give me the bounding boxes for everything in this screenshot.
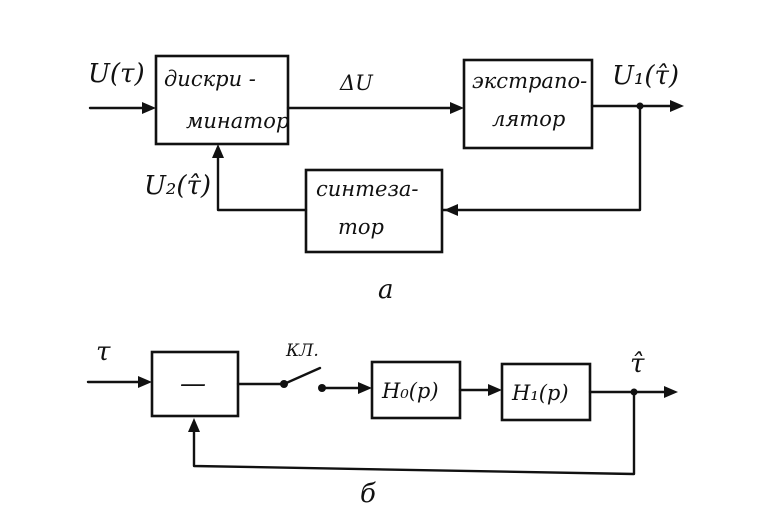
h0-label: H₀(p) [381, 379, 439, 403]
input-arrow-b [138, 376, 152, 388]
discriminator-block [154, 54, 290, 146]
feedback-line-b [192, 390, 636, 476]
arrow-to-h1 [488, 384, 502, 396]
feedback-arrow-b [188, 418, 200, 432]
comparator-sign: — [180, 369, 206, 399]
input-label-a: U(τ) [88, 59, 145, 89]
output-label-b: τ̂ [630, 349, 645, 379]
error-arrow [450, 102, 464, 114]
input-arrow-a [142, 102, 156, 114]
caption-a: а [378, 275, 394, 305]
h1-block [500, 362, 592, 422]
error-label: ΔU [339, 71, 374, 95]
output-arrow-a [670, 100, 684, 112]
output-arrow-b [664, 386, 678, 398]
h1-label: H₁(p) [511, 381, 569, 405]
extrapolator-label-line2: лятор [492, 107, 565, 131]
discriminator-label-line2: минатор [186, 109, 289, 133]
output-label-a: U₁(τ̂) [612, 61, 679, 91]
discriminator-label-line1: дискри - [164, 67, 256, 91]
extrapolator-label-line1: экстрапо- [472, 69, 587, 93]
diagram-b: τ — КЛ. H₀(p) H₁(p) τ̂ б [86, 337, 678, 509]
arrow-to-h0 [358, 382, 372, 394]
key-label: КЛ. [285, 341, 319, 361]
input-label-b: τ [96, 337, 111, 367]
caption-b: б [360, 479, 376, 509]
feedback-arrow-discriminator [212, 144, 224, 158]
switch-blade [282, 366, 322, 386]
feedback-line-right [440, 104, 642, 212]
h0-block [370, 360, 462, 420]
synthesizer-label-line2: тор [338, 215, 384, 239]
feedback-arrow-synth [444, 204, 458, 216]
feedback-label-a: U₂(τ̂) [144, 171, 211, 201]
diagram-a: дискри - минатор ΔU экстрапо- лятор U₁(τ… [88, 54, 684, 305]
synthesizer-label-line1: синтеза- [316, 177, 419, 201]
feedback-line-left [216, 150, 308, 212]
extrapolator-block [462, 58, 594, 150]
